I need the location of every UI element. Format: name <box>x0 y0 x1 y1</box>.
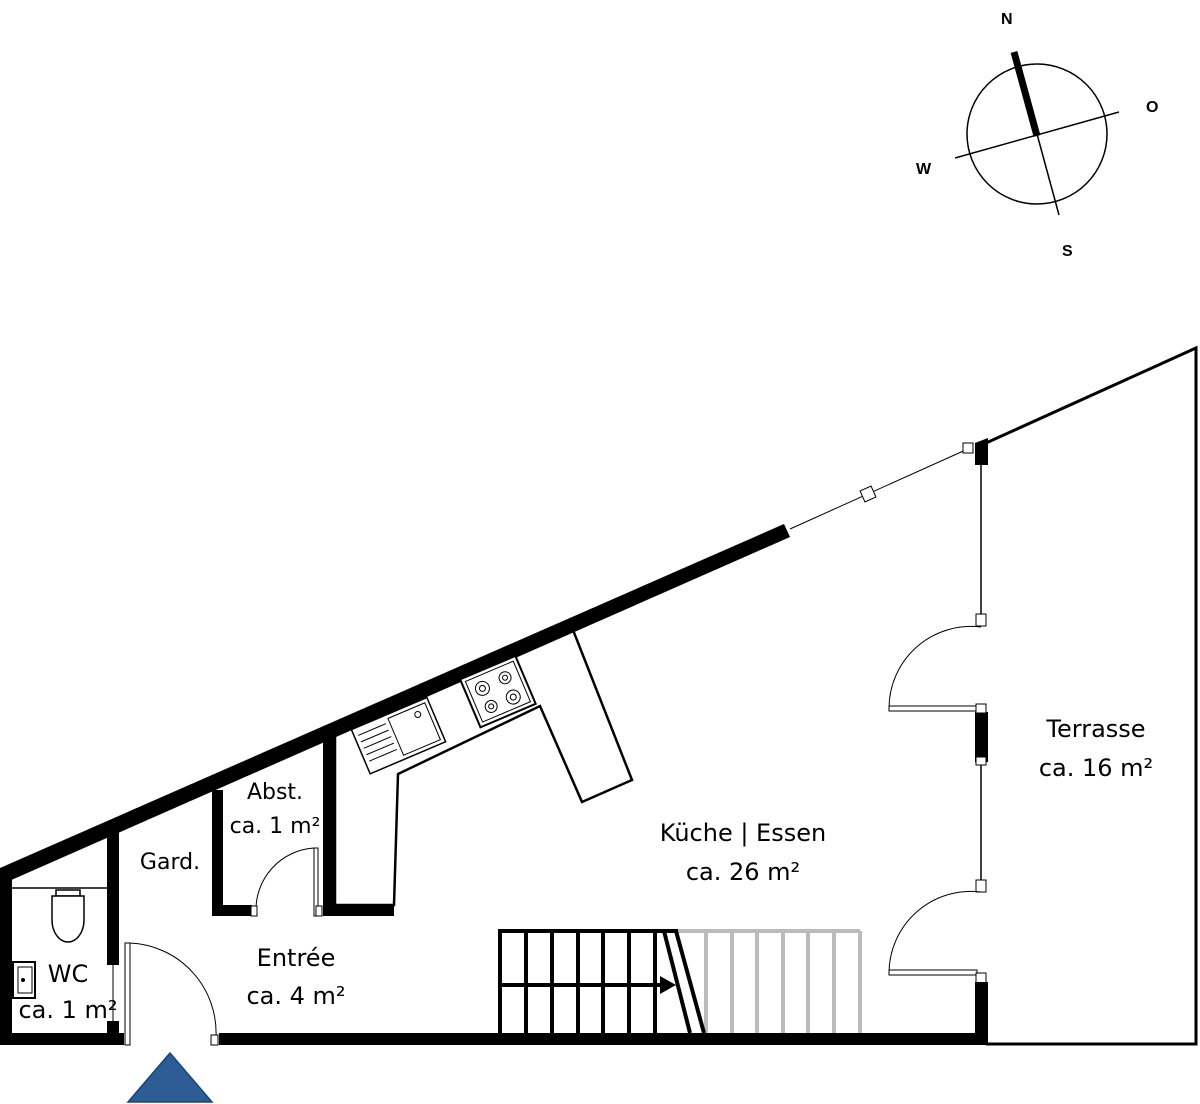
wc-sink-icon <box>12 961 36 999</box>
toilet-icon <box>51 889 85 943</box>
window-diagonal <box>789 442 974 530</box>
room-kueche-name: Küche | Essen <box>660 819 826 847</box>
room-terrasse-name: Terrasse <box>1045 715 1145 743</box>
sink-icon <box>350 696 447 775</box>
stove-icon <box>458 654 538 729</box>
compass-south-label: S <box>1062 243 1073 260</box>
compass-north-label: N <box>1001 11 1013 28</box>
entrance-marker-icon <box>126 1051 214 1103</box>
room-terrasse-area: ca. 16 m² <box>1039 754 1153 782</box>
abst-door <box>250 847 323 917</box>
interior-walls <box>12 738 394 1035</box>
room-abst-area: ca. 1 m² <box>230 814 321 839</box>
stairs <box>498 929 862 1034</box>
compass-icon: N O S W <box>916 11 1158 260</box>
room-wc-name: WC <box>48 960 89 988</box>
room-entree-name: Entrée <box>257 944 336 972</box>
exterior-walls <box>0 345 1198 1046</box>
room-abst-name: Abst. <box>247 780 303 805</box>
compass-east-label: O <box>1146 99 1158 116</box>
room-wc-area: ca. 1 m² <box>18 996 117 1024</box>
compass-west-label: W <box>916 161 932 178</box>
entrance-door <box>124 942 219 1046</box>
room-labels: WC ca. 1 m² Gard. Abst. ca. 1 m² Entrée … <box>18 715 1153 1024</box>
room-kueche-area: ca. 26 m² <box>686 858 800 886</box>
kitchen-counter <box>333 628 634 907</box>
terrace-glazing <box>888 465 988 1044</box>
room-gard-name: Gard. <box>140 850 200 875</box>
stairs-arrow-icon <box>660 976 676 994</box>
room-entree-area: ca. 4 m² <box>246 982 345 1010</box>
